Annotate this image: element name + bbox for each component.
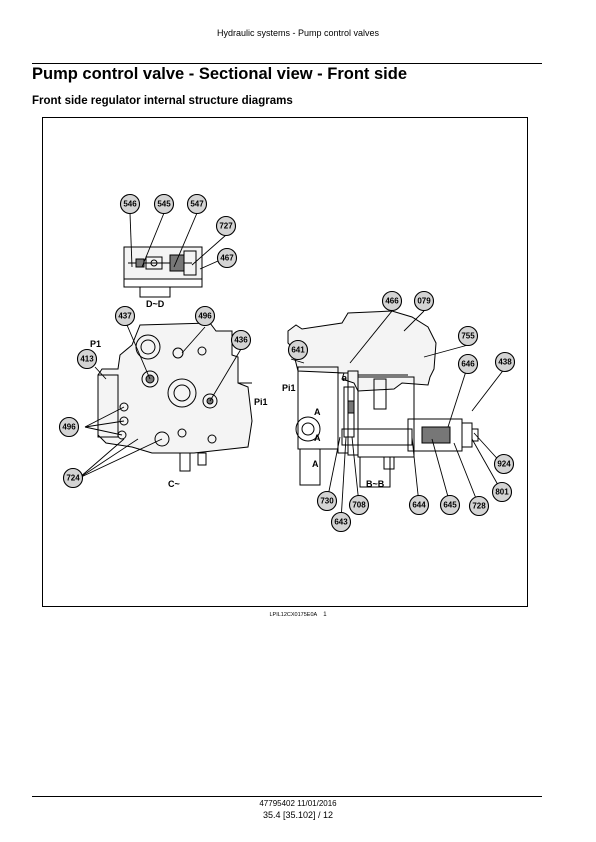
svg-text:644: 644 — [412, 501, 426, 510]
callout-546: 546 — [119, 193, 141, 215]
svg-text:547: 547 — [190, 200, 204, 209]
callout-467: 467 — [216, 247, 238, 269]
callout-437: 437 — [114, 305, 136, 327]
svg-text:467: 467 — [220, 254, 234, 263]
callout-646: 646 — [457, 353, 479, 375]
header-rule — [32, 63, 542, 64]
footer-doc-ref: 47795402 11/01/2016 — [259, 799, 337, 808]
callout-645: 645 — [439, 494, 461, 516]
page-title: Pump control valve - Sectional view - Fr… — [32, 65, 407, 83]
port-label-a-lower: A — [312, 459, 319, 469]
callout-079: 079 — [413, 290, 435, 312]
view-d-drawing — [123, 246, 203, 298]
callout-801: 801 — [491, 481, 513, 503]
svg-text:724: 724 — [66, 474, 80, 483]
footer-rule — [32, 796, 542, 797]
caption-number: 1 — [323, 612, 327, 618]
callout-728: 728 — [468, 495, 490, 517]
callout-438: 438 — [494, 351, 516, 373]
section-title: Front side regulator internal structure … — [32, 95, 293, 107]
callout-708: 708 — [348, 494, 370, 516]
callout-644: 644 — [408, 494, 430, 516]
running-header: Hydraulic systems - Pump control valves — [216, 28, 380, 38]
svg-text:437: 437 — [118, 312, 132, 321]
svg-text:645: 645 — [443, 501, 457, 510]
callout-755: 755 — [457, 325, 479, 347]
view-label-b: B~B — [366, 479, 385, 489]
callout-547: 547 — [186, 193, 208, 215]
callout-924: 924 — [493, 453, 515, 475]
svg-text:436: 436 — [234, 336, 248, 345]
svg-text:413: 413 — [80, 355, 94, 364]
svg-text:646: 646 — [461, 360, 475, 369]
port-label-a-upper: A — [314, 407, 321, 417]
svg-text:728: 728 — [472, 502, 486, 511]
svg-text:545: 545 — [157, 200, 171, 209]
callout-436: 436 — [230, 329, 252, 351]
callout-727: 727 — [215, 215, 237, 237]
regulator-diagram: D~D P1 Pi1 C~ — [58, 193, 516, 533]
svg-text:438: 438 — [498, 358, 512, 367]
callout-496-left: 496 — [58, 416, 80, 438]
view-label-d: D~D — [146, 299, 165, 309]
svg-text:727: 727 — [219, 222, 233, 231]
port-label-pi1-left: Pi1 — [254, 397, 268, 407]
callout-641: 641 — [287, 339, 309, 361]
svg-text:546: 546 — [123, 200, 137, 209]
figure-frame — [42, 117, 528, 607]
svg-text:755: 755 — [461, 332, 475, 341]
port-label-p1: P1 — [90, 339, 101, 349]
callout-466: 466 — [381, 290, 403, 312]
svg-text:708: 708 — [352, 501, 366, 510]
footer-page-ref: 35.4 [35.102] / 12 — [262, 810, 334, 820]
figure-caption: LPIL12CX0175E0A 1 — [0, 612, 596, 618]
callout-496-top: 496 — [194, 305, 216, 327]
port-label-a-middle: A — [314, 433, 321, 443]
svg-text:643: 643 — [334, 518, 348, 527]
svg-text:079: 079 — [417, 297, 431, 306]
port-label-pi1-right: Pi1 — [282, 383, 296, 393]
callout-413: 413 — [76, 348, 98, 370]
svg-text:496: 496 — [198, 312, 212, 321]
view-c-drawing — [97, 322, 253, 472]
svg-text:801: 801 — [495, 488, 509, 497]
svg-text:924: 924 — [497, 460, 511, 469]
svg-text:730: 730 — [320, 497, 334, 506]
caption-code: LPIL12CX0175E0A — [269, 612, 318, 618]
callout-724: 724 — [62, 467, 84, 489]
port-label-a-small: a — [342, 373, 348, 383]
callout-730: 730 — [316, 490, 338, 512]
svg-text:641: 641 — [291, 346, 305, 355]
leader-lines — [78, 212, 506, 522]
svg-text:466: 466 — [385, 297, 399, 306]
callout-643: 643 — [330, 511, 352, 533]
view-label-c: C~ — [168, 479, 180, 489]
svg-text:496: 496 — [62, 423, 76, 432]
callout-545: 545 — [153, 193, 175, 215]
